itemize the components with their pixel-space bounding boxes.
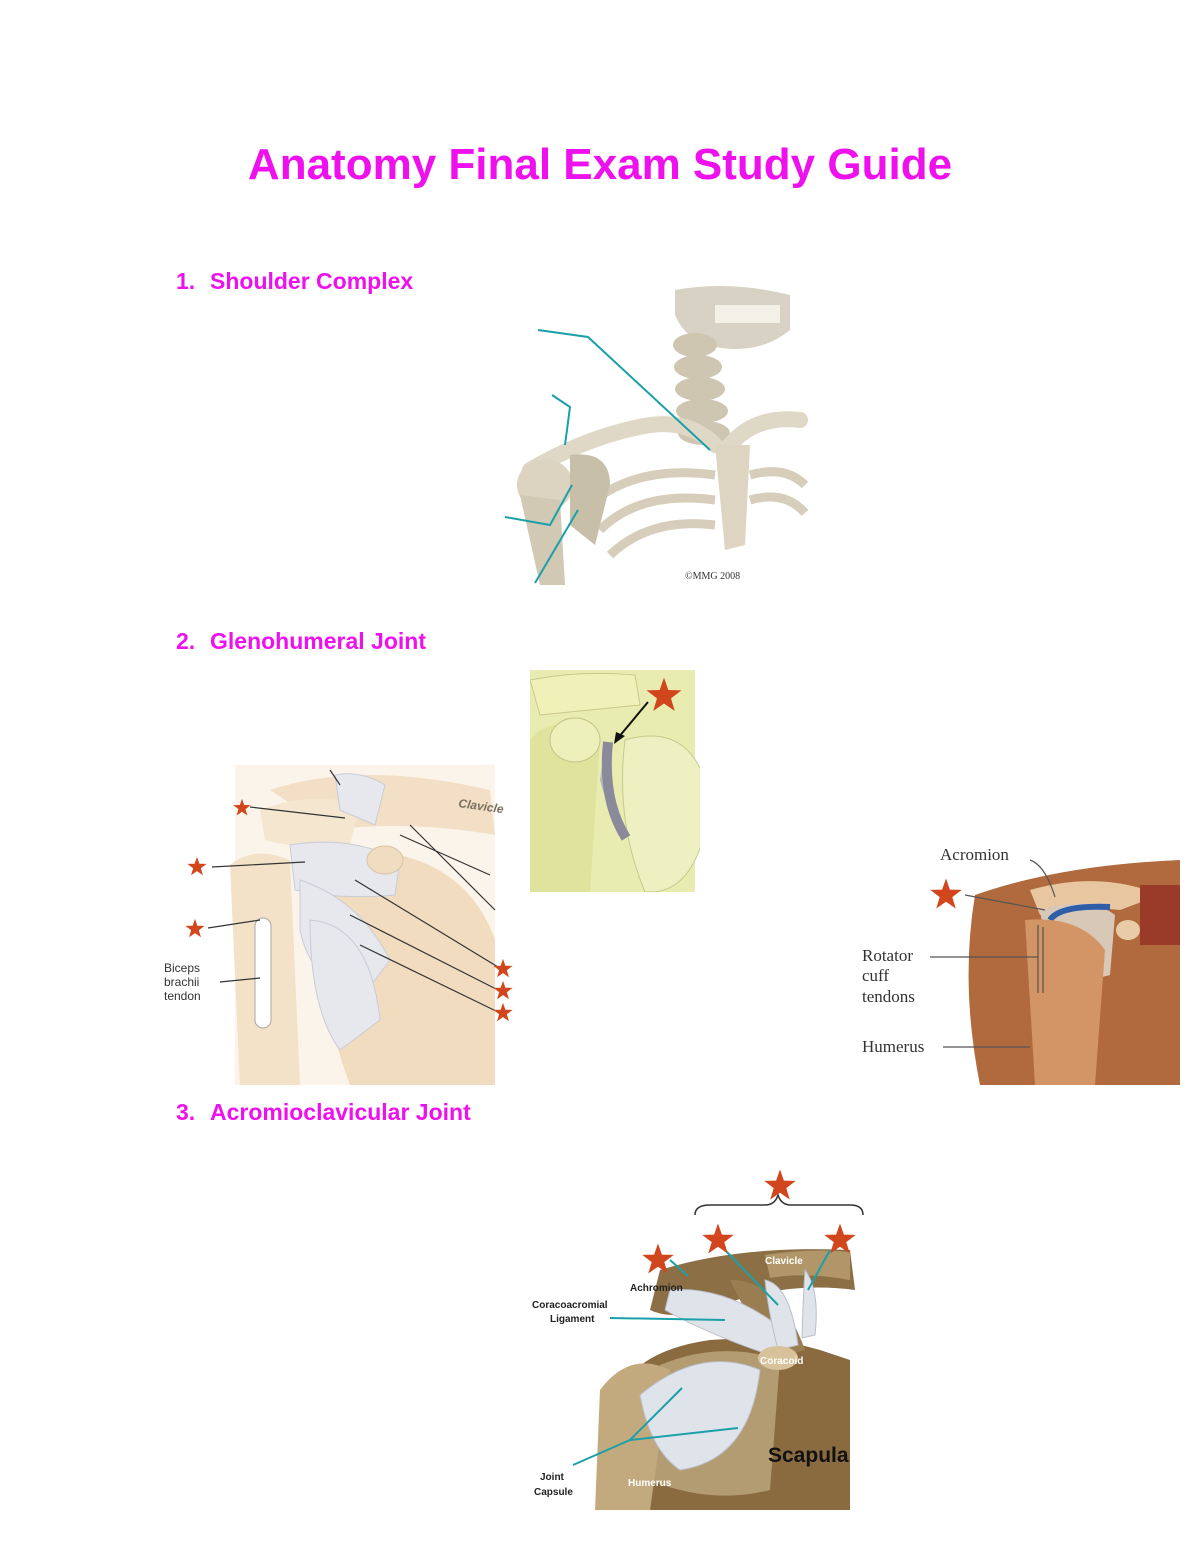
humerus-label: Humerus (862, 1037, 924, 1056)
scapula-label: Scapula (768, 1444, 849, 1467)
acromioclavicular-joint-figure: Achromion Clavicle Coracoacromial Ligame… (520, 1160, 870, 1515)
cc-ligament-label-line1: Coracoacromial (532, 1300, 608, 1311)
star-marker-icon (493, 981, 512, 999)
star-marker-icon (930, 879, 962, 909)
acromion-label: Acromion (940, 845, 1009, 864)
copyright-label: ©MMG 2008 (685, 571, 740, 582)
glenoid-labrum-figure (530, 670, 700, 892)
biceps-label-line2: brachii (164, 975, 199, 989)
cc-ligament-label-line2: Ligament (550, 1314, 595, 1325)
glenohumeral-ligaments-figure: Clavicle Biceps brachii tendon (160, 750, 530, 1085)
star-marker-icon (702, 1224, 734, 1254)
shoulder-complex-figure: ©MMG 2008 (500, 285, 810, 590)
star-marker-icon (493, 959, 512, 977)
star-marker-icon (764, 1170, 796, 1200)
biceps-label-line1: Biceps (164, 961, 200, 975)
star-marker-icon (185, 919, 204, 937)
rotator-label-line3: tendons (862, 987, 915, 1006)
star-marker-icon (493, 1003, 512, 1021)
humerus-label: Humerus (628, 1478, 672, 1489)
biceps-label-line3: tendon (164, 989, 201, 1003)
section-heading-glenohumeral-joint: 2.Glenohumeral Joint (176, 628, 426, 655)
page-title: Anatomy Final Exam Study Guide (0, 140, 1200, 190)
star-marker-icon (187, 857, 206, 875)
section-heading-shoulder-complex: 1.Shoulder Complex (176, 268, 413, 295)
rotator-cuff-figure: Acromion Rotator cuff tendons Humerus (860, 835, 1180, 1085)
coracoid-label: Coracoid (760, 1356, 803, 1367)
star-marker-icon (824, 1224, 856, 1254)
achromion-label: Achromion (630, 1283, 683, 1294)
rotator-label-line2: cuff (862, 966, 889, 985)
section-heading-acromioclavicular-joint: 3.Acromioclavicular Joint (176, 1099, 471, 1126)
joint-capsule-label-line2: Capsule (534, 1487, 573, 1498)
clavicle-label: Clavicle (765, 1256, 803, 1267)
rotator-label-line1: Rotator (862, 946, 913, 965)
joint-capsule-label-line1: Joint (540, 1472, 565, 1483)
